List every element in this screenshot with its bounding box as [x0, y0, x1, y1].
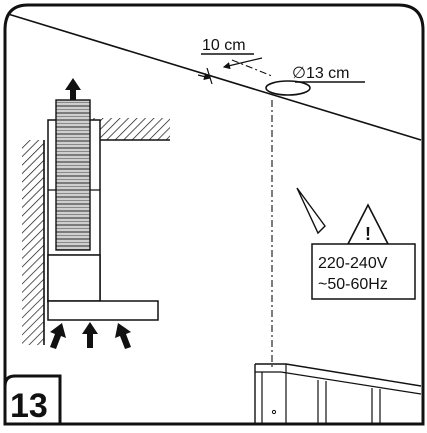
frequency-label: ~50-60Hz: [318, 276, 388, 293]
exhaust-arrow-icon: [65, 78, 81, 100]
frame-border: [3, 3, 425, 426]
centerline-upper: [231, 59, 273, 77]
cabinet-knob: [271, 409, 277, 415]
dimension-arrow-left: [197, 73, 212, 81]
intake-arrow-right-icon: [115, 323, 131, 349]
hole-diameter-label: ∅13 cm: [292, 65, 350, 82]
voltage-label: 220-240V: [318, 255, 388, 272]
ceiling-slab-hatch: [88, 118, 170, 140]
hood-body: [47, 254, 101, 302]
dimension-arrow-right: [222, 57, 263, 70]
hood-canopy: [47, 300, 159, 321]
intake-arrow-left-icon: [50, 323, 66, 349]
intake-arrow-middle-icon: [82, 322, 98, 348]
dimension-tick: [206, 67, 213, 85]
ceiling-line: [7, 13, 422, 141]
warning-symbol: !: [365, 224, 371, 244]
step-badge: [3, 374, 62, 426]
flexible-duct: [55, 99, 91, 251]
ceiling-hole: [265, 80, 311, 96]
wall-hatch: [22, 140, 44, 345]
step-number: 13: [10, 387, 48, 425]
cabinet-top: [255, 363, 422, 387]
voltage-box: [311, 243, 416, 300]
cabinet-top-inner: [255, 371, 422, 395]
clearance-label: 10 cm: [202, 37, 246, 54]
warning-callout-pointer: [296, 187, 326, 235]
